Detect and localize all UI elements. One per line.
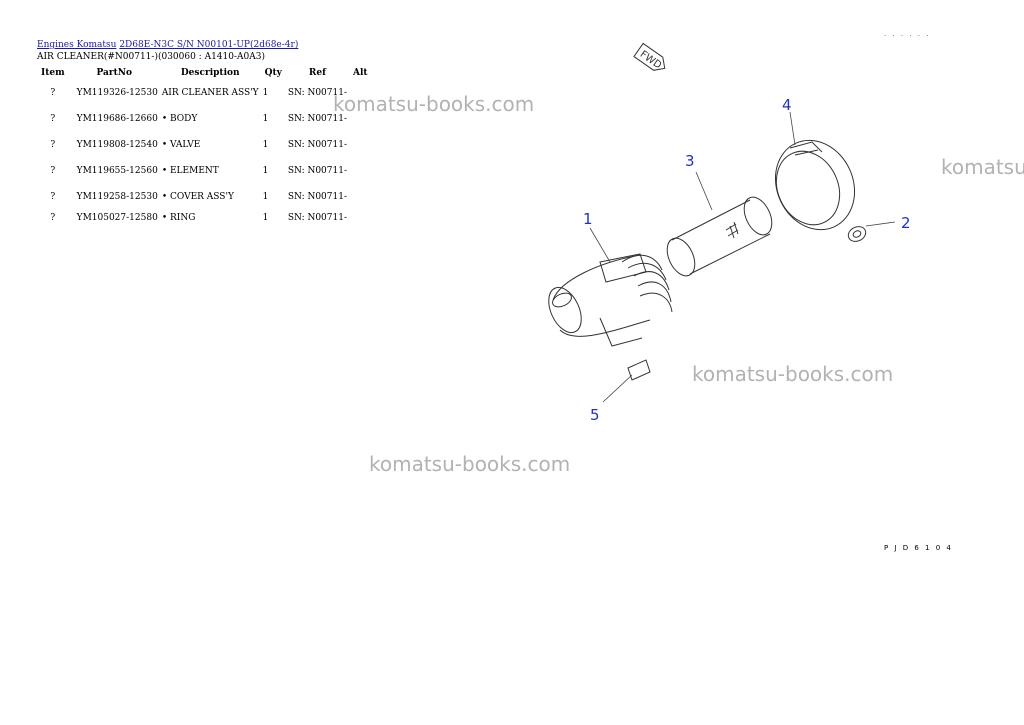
row-partno: YM119655-12560: [76, 166, 158, 176]
leader-line-1: [589, 227, 611, 263]
row-alt: [349, 184, 372, 210]
row-item: ?: [50, 166, 56, 176]
parts-diagram: FWD: [548, 42, 911, 424]
row-item: ?: [50, 192, 56, 202]
valve-part: [627, 359, 651, 381]
leader-line-3: [695, 171, 713, 211]
header-qty: Qty: [264, 68, 282, 78]
row-ref: SN: N00711-: [287, 213, 348, 223]
header-alt: Alt: [353, 68, 368, 78]
element-part: [666, 196, 773, 277]
row-description: • VALVE: [161, 140, 201, 150]
leader-line-4: [789, 111, 796, 146]
watermark: komatsu-books.com: [941, 155, 1024, 179]
fwd-arrow-icon: FWD: [633, 42, 666, 72]
row-qty: 1: [262, 192, 269, 202]
header-description: Description: [180, 68, 240, 78]
row-item: ?: [50, 213, 56, 223]
table-row: ? YM105027-12580 • RING 1 SN: N00711-: [37, 210, 372, 228]
page-title: AIR CLEANER(#N00711-)(030060 : A1410-A0A…: [37, 52, 265, 62]
watermark: komatsu-books.com: [333, 92, 535, 116]
row-ref: SN: N00711-: [287, 88, 348, 98]
watermark: komatsu-books.com: [369, 452, 571, 476]
row-ref: SN: N00711-: [287, 114, 348, 124]
leader-line-2: [865, 221, 896, 227]
row-item: ?: [50, 88, 56, 98]
callout-5: 5: [590, 406, 600, 424]
row-item: ?: [50, 140, 56, 150]
row-description: AIR CLEANER ASS'Y: [161, 88, 259, 98]
breadcrumb-link-model[interactable]: 2D68E-N3C S/N N00101-UP(2d68e-4r): [119, 40, 299, 50]
row-partno: YM119258-12530: [76, 192, 158, 202]
table-row: ? YM119808-12540 • VALVE 1 SN: N00711-: [37, 132, 372, 158]
parts-table: Item PartNo Description Qty Ref Alt ? YM…: [37, 66, 372, 228]
watermark: komatsu-books.com: [692, 362, 894, 386]
row-alt: [349, 158, 372, 184]
row-alt: [349, 210, 372, 228]
row-qty: 1: [262, 114, 269, 124]
row-partno: YM119686-12660: [76, 114, 158, 124]
table-row: ? YM119258-12530 • COVER ASS'Y 1 SN: N00…: [37, 184, 372, 210]
table-header-row: Item PartNo Description Qty Ref Alt: [37, 66, 372, 80]
ring-clamp-part: [774, 139, 856, 231]
nut-part: [847, 226, 867, 242]
header-dots: · · · · · ·: [884, 32, 931, 40]
row-alt: [349, 132, 372, 158]
header-ref: Ref: [308, 68, 326, 78]
table-row: ? YM119655-12560 • ELEMENT 1 SN: N00711-: [37, 158, 372, 184]
row-qty: 1: [262, 88, 269, 98]
header-partno: PartNo: [96, 68, 132, 78]
header-item: Item: [41, 68, 65, 78]
breadcrumb: Engines Komatsu 2D68E-N3C S/N N00101-UP(…: [37, 40, 298, 50]
row-partno: YM119808-12540: [76, 140, 158, 150]
row-description: • BODY: [161, 114, 198, 124]
row-partno: YM105027-12580: [76, 213, 158, 223]
row-qty: 1: [262, 140, 269, 150]
row-qty: 1: [262, 166, 269, 176]
callout-4: 4: [782, 96, 792, 114]
figure-code: P J D 6 1 0 4: [884, 544, 953, 552]
row-partno: YM119326-12530: [76, 88, 158, 98]
row-ref: SN: N00711-: [287, 166, 348, 176]
table-row: ? YM119686-12660 • BODY 1 SN: N00711-: [37, 106, 372, 132]
leader-line-5: [602, 374, 633, 403]
row-item: ?: [50, 114, 56, 124]
body-part: [548, 253, 673, 347]
row-qty: 1: [262, 213, 269, 223]
breadcrumb-link-engines[interactable]: Engines Komatsu: [37, 40, 117, 50]
row-ref: SN: N00711-: [287, 140, 348, 150]
row-description: • COVER ASS'Y: [161, 192, 234, 202]
row-description: • RING: [161, 213, 196, 223]
callout-3: 3: [685, 152, 695, 170]
row-ref: SN: N00711-: [287, 192, 348, 202]
table-row: ? YM119326-12530 AIR CLEANER ASS'Y 1 SN:…: [37, 80, 372, 106]
row-description: • ELEMENT: [161, 166, 219, 176]
callout-1: 1: [583, 210, 593, 228]
callout-2: 2: [901, 214, 911, 232]
